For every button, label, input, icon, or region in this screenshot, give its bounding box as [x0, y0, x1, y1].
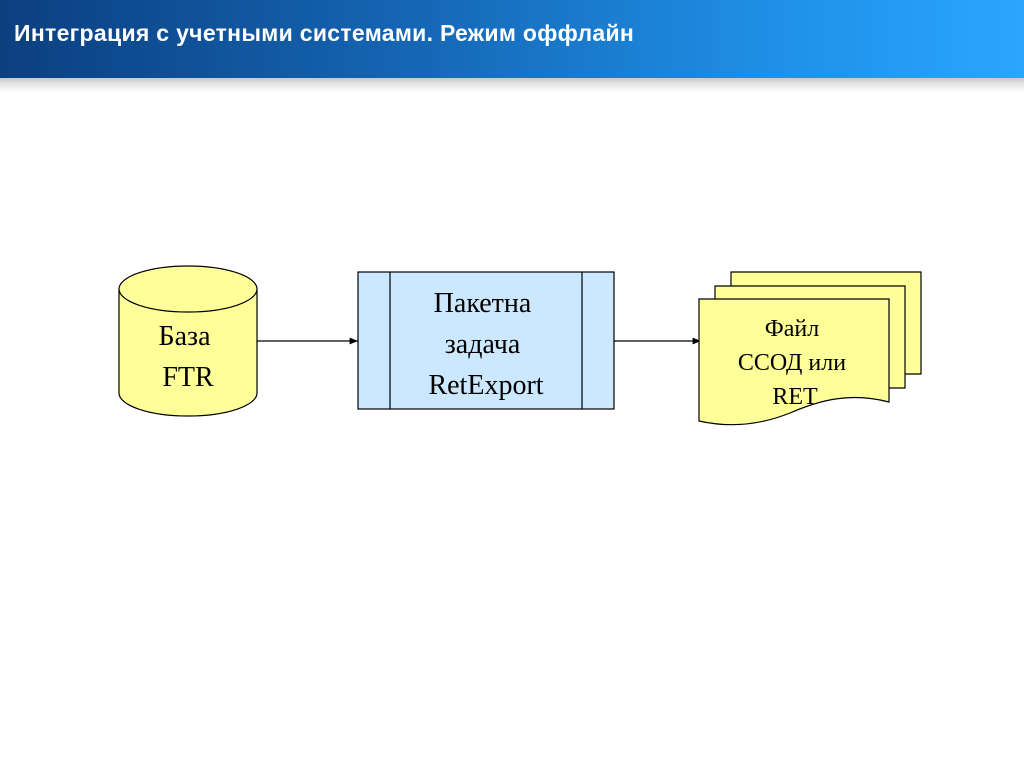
svg-text:Файл ССОД или: Файл ССОД или RET [738, 316, 852, 410]
documents-label-line-1: Файл [765, 316, 819, 342]
documents-node: Файл ССОД или RET [698, 271, 922, 426]
process-label-line-3: RetExport [428, 370, 543, 401]
database-label-line-1: База [159, 321, 212, 352]
process-label-line-2: задача [445, 329, 521, 360]
title-bar: Интеграция с учетными системами. Режим о… [0, 0, 1024, 78]
process-box [357, 271, 615, 410]
database-node: База FTR [118, 265, 258, 417]
svg-text:База FTR: База FTR [159, 321, 218, 393]
database-cylinder-body [118, 288, 258, 417]
page-title: Интеграция с учетными системами. Режим о… [14, 20, 635, 46]
database-cylinder-top [118, 265, 258, 313]
document-sheet-front [698, 298, 890, 426]
documents-label-line-3: RET [772, 384, 818, 410]
title-bar-shadow [0, 78, 1024, 92]
documents-label-line-2: ССОД или [738, 350, 846, 376]
database-label-line-2: FTR [162, 362, 214, 393]
svg-text:Пакетна задача: Пакетна задача RetExport [428, 288, 543, 401]
process-label-line-1: Пакетна [434, 288, 532, 319]
process-node: Пакетна задача RetExport [357, 271, 615, 410]
